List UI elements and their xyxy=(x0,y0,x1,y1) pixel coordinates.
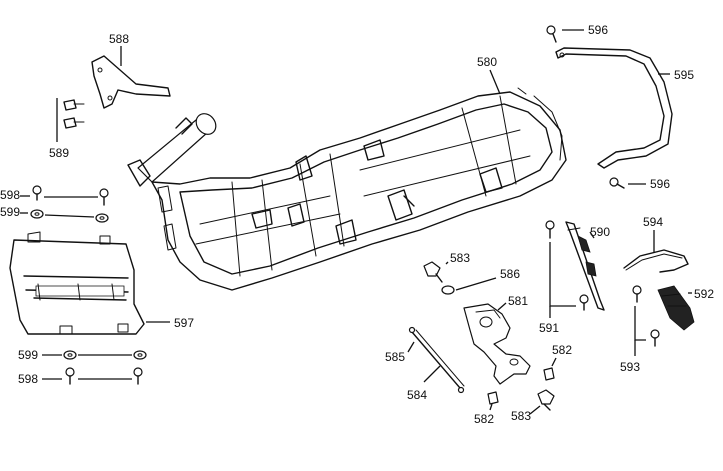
stand-581 xyxy=(463,303,531,385)
bolt-583-bottom xyxy=(537,389,555,411)
screws-589 xyxy=(63,99,85,129)
callout-598-bottom: 598 xyxy=(18,372,38,386)
bolt-583-top xyxy=(423,261,443,283)
bolt-598-right xyxy=(99,188,109,206)
callout-583-top: 583 xyxy=(450,251,470,265)
bolt-598-bottom-left xyxy=(65,367,75,385)
floor-panel-597 xyxy=(9,231,145,335)
rear-bracket-595 xyxy=(555,47,673,169)
spring-585 xyxy=(408,326,465,394)
callout-582-right: 582 xyxy=(552,343,572,357)
bolt-591-top xyxy=(545,220,555,239)
washer-599-right xyxy=(95,213,109,223)
bolt-596-bottom xyxy=(609,177,625,189)
callout-586: 586 xyxy=(500,267,520,281)
bracket-590 xyxy=(565,221,605,311)
bolt-598-left xyxy=(32,185,42,201)
callout-591: 591 xyxy=(539,321,559,335)
bolt-596-top xyxy=(546,25,557,43)
bolt-593-top xyxy=(632,285,642,303)
stopper-582-upper xyxy=(543,367,555,381)
washer-599-bottom-left xyxy=(63,350,77,360)
callout-588: 588 xyxy=(109,32,129,46)
callout-582-bottom: 582 xyxy=(474,412,494,426)
washer-599-bottom-right xyxy=(133,350,147,360)
callout-597: 597 xyxy=(174,316,194,330)
callout-584: 584 xyxy=(407,388,427,402)
callout-583-bottom: 583 xyxy=(511,409,531,423)
callout-592: 592 xyxy=(694,287,714,301)
part-592 xyxy=(657,285,695,331)
callout-594: 594 xyxy=(643,215,663,229)
washer-599-left xyxy=(30,209,44,219)
bolt-598-bottom-right xyxy=(133,367,143,385)
callout-593: 593 xyxy=(620,360,640,374)
cable-594 xyxy=(623,249,689,273)
callout-599-top: 599 xyxy=(0,205,20,219)
callout-596-bottom: 596 xyxy=(650,177,670,191)
callout-596-top: 596 xyxy=(588,23,608,37)
main-frame xyxy=(127,87,567,291)
callout-580: 580 xyxy=(477,55,497,69)
callout-585: 585 xyxy=(385,350,405,364)
bolt-593-side xyxy=(650,329,660,347)
callout-590: 590 xyxy=(590,225,610,239)
washer-586 xyxy=(441,285,455,295)
callout-581: 581 xyxy=(508,294,528,308)
bracket-588 xyxy=(91,55,171,109)
callout-589: 589 xyxy=(49,146,69,160)
callout-595: 595 xyxy=(674,68,694,82)
callout-599-bottom: 599 xyxy=(18,348,38,362)
callout-598-top: 598 xyxy=(0,188,20,202)
bolt-591-side xyxy=(579,294,589,311)
stopper-582-lower xyxy=(487,391,499,405)
